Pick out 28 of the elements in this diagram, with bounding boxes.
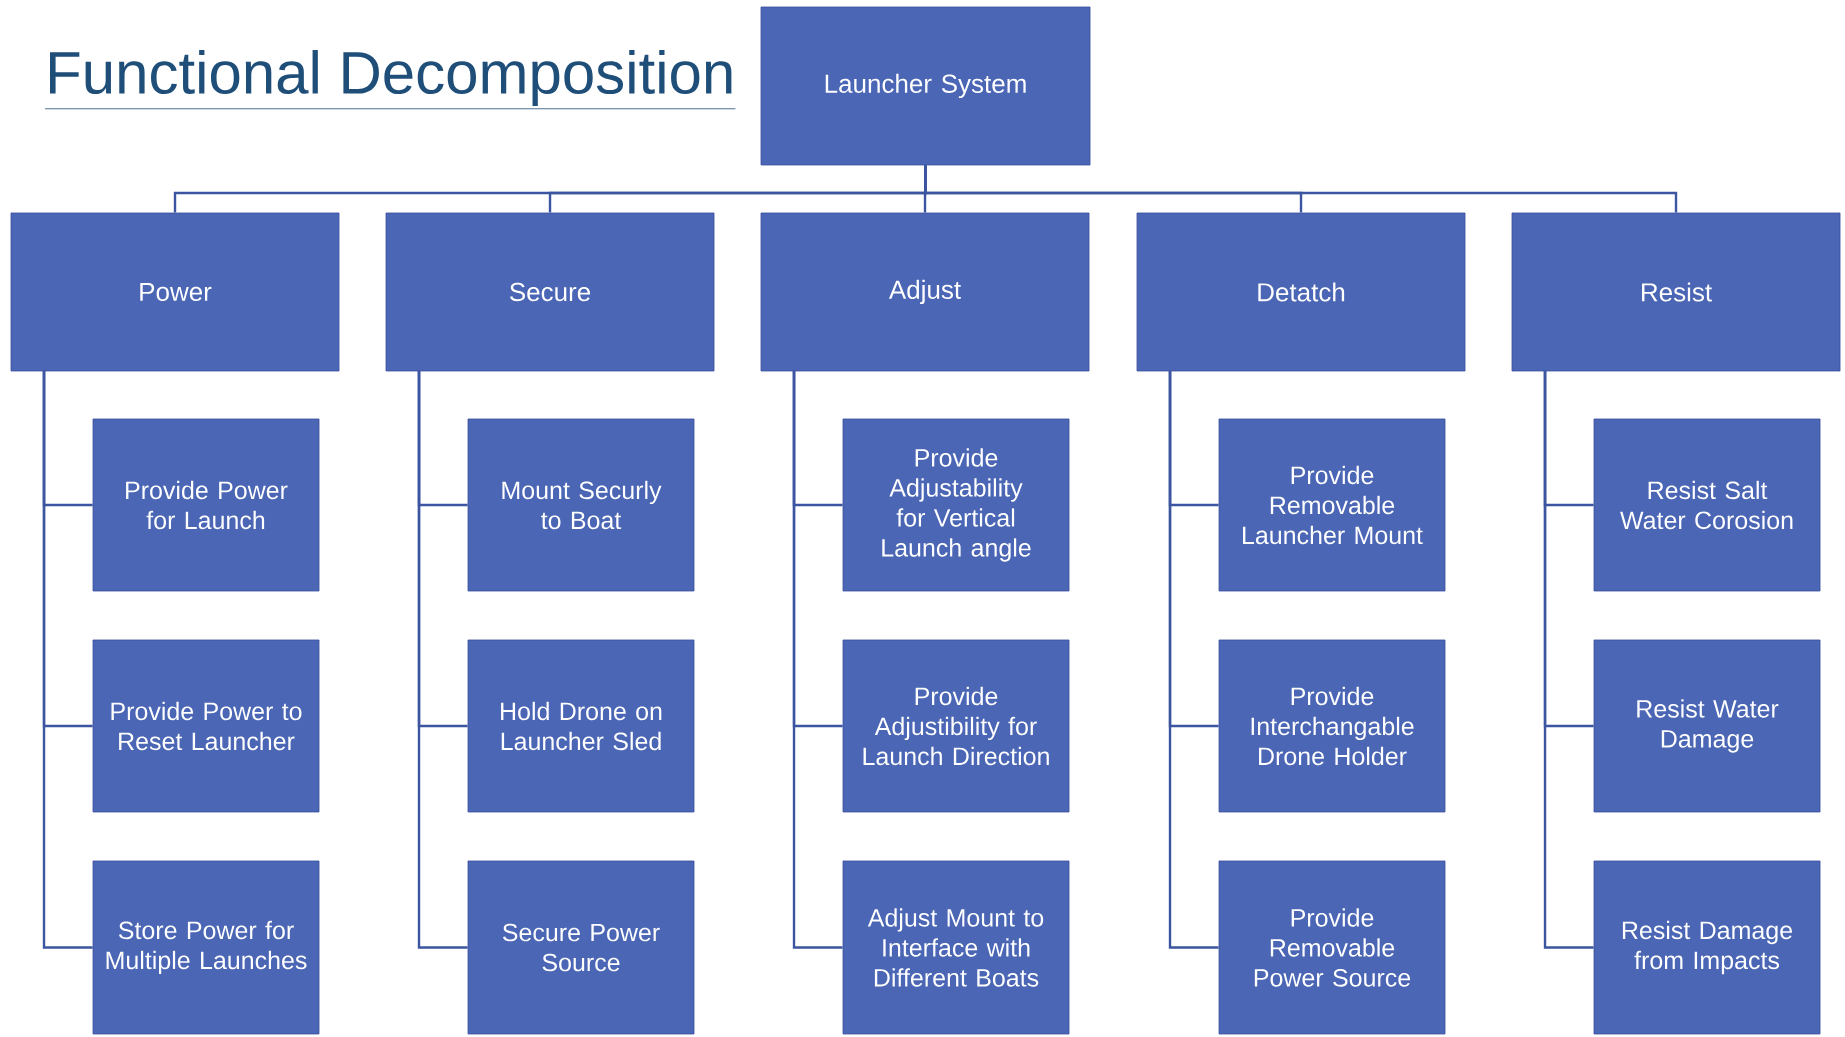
process-box: Resist Damage from Impacts: [1593, 860, 1821, 1035]
process-box: Secure: [385, 212, 715, 372]
process-box: Provide Removable Launcher Mount: [1218, 418, 1446, 592]
process-box: Secure Power Source: [467, 860, 695, 1035]
process-box: Provide Adjustability for Vertical Launch angle: [842, 418, 1070, 592]
process-box: Provide Interchangable Drone Holder: [1218, 639, 1446, 813]
connector-line: [417, 371, 468, 949]
connector-line: [1543, 371, 1594, 949]
connector-line: [924, 165, 1678, 213]
process-box: Resist: [1511, 212, 1841, 372]
process-box: Resist Water Damage: [1593, 639, 1821, 813]
process-box: Launcher System: [760, 6, 1091, 166]
process-box: Detatch: [1136, 212, 1466, 372]
process-box: Adjust: [760, 212, 1090, 372]
process-box: Provide Removable Power Source: [1218, 860, 1446, 1035]
process-box: Mount Securly to Boat: [467, 418, 695, 592]
connector-line: [1168, 371, 1219, 949]
process-box: Provide Power to Reset Launcher: [92, 639, 320, 813]
process-box: Provide Power for Launch: [92, 418, 320, 592]
title: Functional Decomposition: [44, 50, 736, 110]
connector-line: [792, 371, 843, 949]
process-box: Resist Salt Water Corosion: [1593, 418, 1821, 592]
connector-line: [42, 371, 93, 949]
process-box: Hold Drone on Launcher Sled: [467, 639, 695, 813]
process-box: Store Power for Multiple Launches: [92, 860, 320, 1035]
process-box: Provide Adjustibility for Launch Direction: [842, 639, 1070, 813]
process-box: Power: [10, 212, 340, 372]
process-box: Adjust Mount to Interface with Different Boats: [842, 860, 1070, 1035]
